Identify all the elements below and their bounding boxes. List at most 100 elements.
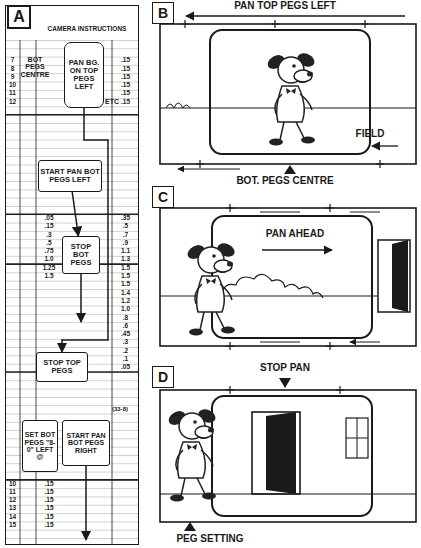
clouds [222,274,323,298]
peg-arrow [178,169,240,170]
camera-note: PAN TOP PEGS LEFT [200,1,370,12]
sequence-arrow [62,108,108,352]
frame-number: 1.5 [113,281,138,288]
exposure-sheet: CAMERA INSTRUCTIONSPAN BG. ON TOP PEGS L… [5,5,139,545]
frame-number: .45 [113,331,138,338]
camera-note: PAN AHEAD [250,229,340,240]
frame-number: .15 [113,66,138,73]
frame-number: .15 [37,481,61,488]
frame-number: 1.25 [37,265,61,272]
frame-number: 1.3 [113,256,138,263]
frame-number: 7 [5,57,20,64]
peg-marks [226,386,344,394]
frame-number: .75 [37,248,61,255]
frame-number: 1.2 [113,298,138,305]
frame-number: .8 [113,315,138,322]
sheet-columns [20,40,112,545]
box-text: STOP TOP PEGS [38,359,86,375]
camera-note: FIELD [345,129,395,140]
frame-number: .5 [113,223,138,230]
stop-marker [279,378,291,388]
box-text: D [158,370,168,385]
frame-number: .6 [113,323,138,330]
frame-number: .15 [113,57,138,64]
box-text: START PAN BOT PEGS RIGHT [64,432,108,454]
frame-number: 9 [5,74,20,81]
frame-number: 1.0 [113,306,138,313]
frame-number: 1.4 [113,290,138,297]
frame-number: .15 [37,505,61,512]
frame-number: 1.1 [113,248,138,255]
panel-letter: C [152,186,174,208]
camera-note: BOT. PEGS CENTRE [200,176,370,187]
camera-field [212,216,372,338]
pan-arrow [85,466,87,540]
frame-number: .3 [37,232,61,239]
window [346,418,368,458]
background-frame [160,390,416,522]
background-frame [160,208,416,346]
horizon-line [160,295,378,296]
box-text: A [13,9,25,26]
frame-number: .9 [113,240,138,247]
frame-number: .05 [113,364,138,371]
frame-number: 10 [5,82,20,89]
frame-number: .15 [37,489,61,496]
peg-marks [181,20,384,168]
camera-field [210,30,370,154]
frame-number: .15 [37,497,61,504]
instruction-box: PAN BG. ON TOP PEGS LEFT [64,42,104,108]
camera-note: PEG SETTING [150,534,270,545]
frame-number: 15 [5,522,20,529]
frame-number: 13 [5,505,20,512]
background-frame [160,24,416,164]
camera-field [212,396,372,516]
door-frame [252,412,300,494]
instruction-box: START PAN BOT PEGS LEFT [38,160,102,192]
frame-number: 1.5 [113,273,138,280]
frame-number: 8 [5,66,20,73]
frame-number: .3 [113,339,138,346]
frame-number: 1.5 [37,273,61,280]
door-frame [378,240,410,312]
sheet-separator [5,115,139,480]
frame-number: .15 [113,82,138,89]
panel-letter: D [152,366,174,388]
camera-note: (33-8) [103,406,137,412]
frame-number: 1.0 [37,256,61,263]
instruction-box: SET BOT PEGS "8-0" LEFT @ [22,420,58,472]
frame-number: .15 [113,99,138,106]
frame-number: 1.5 [113,265,138,272]
hold-arrow [80,274,82,322]
dog-character [185,241,236,336]
frame-number: .35 [113,215,138,222]
frame-number: 11 [5,489,20,496]
sheet-rows [5,40,139,545]
frame-number: .15 [113,74,138,81]
peg-centre-marker [284,165,296,174]
frame-number: 10 [5,481,20,488]
box-text: SET BOT PEGS "8-0" LEFT @ [24,431,56,460]
pan-direction-arrow [262,249,332,250]
frame-number: 11 [5,90,20,97]
shrub [166,103,190,108]
frame-number: .05 [37,215,61,222]
panel-letter: A [7,5,31,29]
instruction-box: START PAN BOT PEGS RIGHT [62,420,110,466]
dog-character [265,51,316,146]
field-pointer [372,145,398,146]
peg-setting-marker [184,522,196,531]
box-text: B [158,6,168,21]
frame-number: .15 [37,223,61,230]
camera-note: ETC [102,98,122,105]
door-opening [266,412,296,494]
frame-number: .5 [37,240,61,247]
frame-number: .2 [113,348,138,355]
frame-number: 12 [5,497,20,504]
dog-character [166,407,217,502]
window-bars [346,418,368,458]
box-text: C [158,190,168,205]
sequence-arrow [72,192,78,236]
